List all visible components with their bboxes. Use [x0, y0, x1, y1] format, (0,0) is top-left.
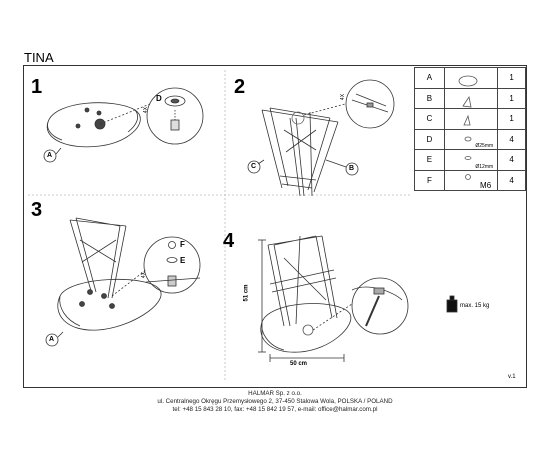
step-number-4: 4	[223, 230, 235, 252]
version-label: v.1	[508, 374, 516, 380]
height-dimension: 51 cm	[243, 284, 250, 302]
part-letter: A	[414, 67, 445, 89]
parts-table: A 1 B 1 C 1 D Ø25mm 4 E Ø12mm 4 F M6 4	[414, 67, 526, 191]
callout-seat-a: A	[47, 152, 53, 159]
part-letter: F	[414, 169, 445, 191]
callout-count-4x: 4X	[340, 93, 347, 101]
part-qty: 4	[497, 169, 526, 191]
callout-count-4x: 4X	[143, 106, 150, 114]
part-size: Ø25mm	[443, 128, 499, 150]
callout-seat-a: A	[49, 336, 55, 343]
max-load-label: max. 15 kg	[460, 303, 490, 309]
part-qty: 1	[497, 108, 526, 130]
callout-count-4x: 4X	[141, 271, 148, 279]
callout-part-e: E	[180, 256, 186, 265]
table-row: A 1	[414, 67, 526, 89]
part-qty: 1	[497, 87, 526, 109]
part-letter: D	[414, 128, 445, 150]
instruction-frame	[23, 65, 527, 388]
part-letter: C	[414, 108, 445, 130]
weight-icon	[446, 295, 458, 313]
table-row: F M6 4	[414, 169, 526, 191]
part-qty: 4	[497, 149, 526, 171]
part-size	[443, 108, 499, 130]
part-qty: 1	[497, 67, 526, 89]
part-qty: 4	[497, 128, 526, 150]
callout-part-f: F	[180, 240, 185, 249]
step-number-1: 1	[31, 76, 43, 98]
part-letter: B	[414, 87, 445, 109]
footer-company: HALMAR Sp. z o.o.	[248, 390, 302, 397]
step-number-2: 2	[234, 76, 246, 98]
step1-illustration	[43, 87, 204, 163]
step4-illustration	[258, 235, 409, 362]
callout-part-d: D	[156, 94, 162, 103]
part-size: M6	[443, 169, 499, 191]
table-row: B 1	[414, 87, 526, 109]
footer-contact: tel: +48 15 843 28 10, fax: +48 15 842 1…	[172, 406, 378, 413]
table-row: E Ø12mm 4	[414, 149, 526, 171]
callout-frame-c: C	[251, 163, 257, 170]
table-row: D Ø25mm 4	[414, 128, 526, 150]
part-letter: E	[414, 149, 445, 171]
footer-address: ul. Centralnego Okręgu Przemysłowego 2, …	[157, 398, 393, 405]
part-size	[443, 87, 499, 109]
table-row: C 1	[414, 108, 526, 130]
product-title: TINA	[24, 50, 54, 65]
callout-frame-b: B	[349, 165, 355, 172]
part-size: Ø12mm	[443, 149, 499, 171]
part-size	[443, 67, 499, 89]
width-dimension: 50 cm	[290, 361, 308, 367]
step3-illustration	[45, 217, 201, 347]
step2-illustration	[247, 79, 395, 197]
step-number-3: 3	[31, 199, 43, 221]
